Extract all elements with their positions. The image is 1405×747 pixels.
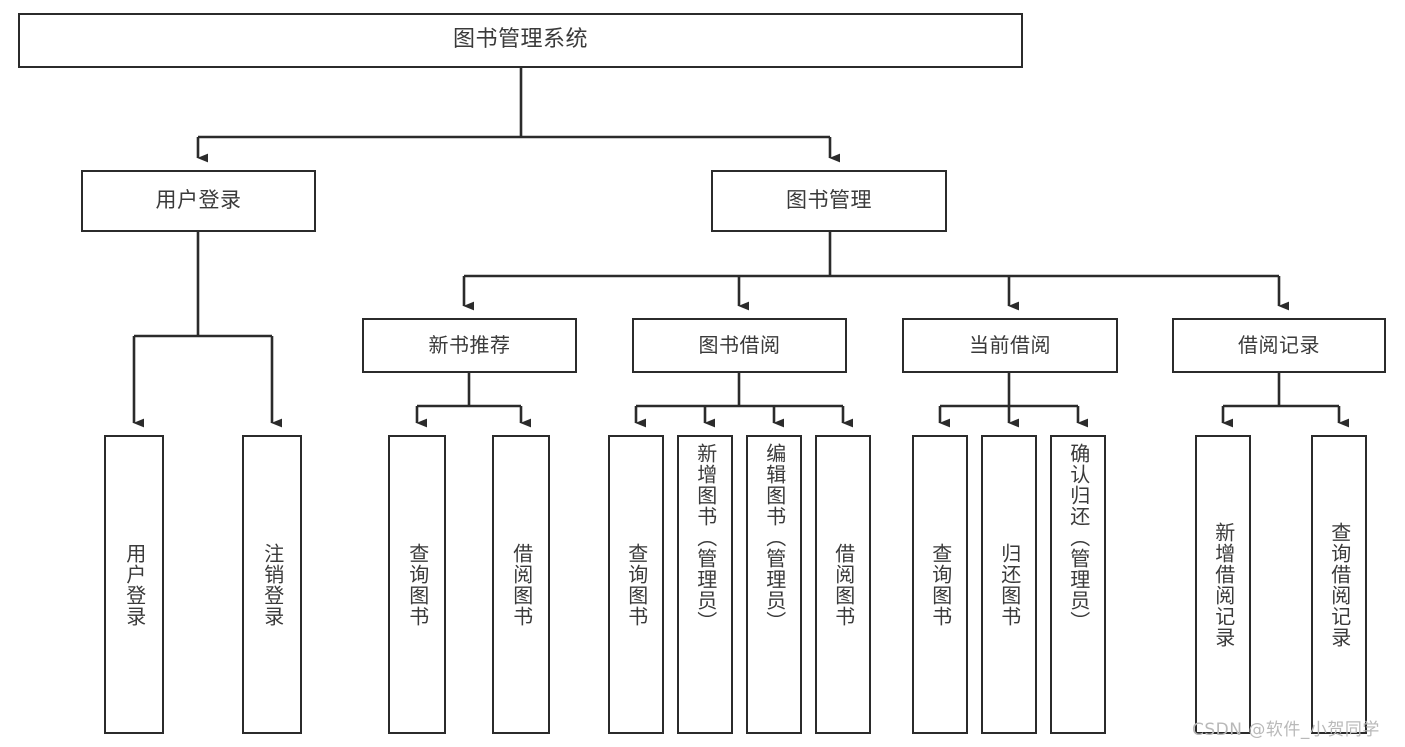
node-root[interactable]: 图书管理系统	[18, 13, 1023, 68]
node-leaf-confirm-return[interactable]: 确认归还（管理员）	[1050, 435, 1106, 734]
node-borrow-record-label: 借阅记录	[1238, 333, 1320, 358]
node-leaf-confirm-return-label: 确认归还（管理员）	[1066, 443, 1091, 632]
node-book-management-label: 图书管理	[786, 188, 872, 213]
node-leaf-query-book-recommend[interactable]: 查询图书	[388, 435, 446, 734]
node-leaf-add-book[interactable]: 新增图书（管理员）	[677, 435, 733, 734]
node-leaf-borrow-book-recommend-label: 借阅图书	[509, 542, 534, 627]
node-user-login-label: 用户登录	[155, 188, 242, 213]
node-leaf-logout-login[interactable]: 注销登录	[242, 435, 302, 734]
node-current-borrow[interactable]: 当前借阅	[902, 318, 1118, 373]
node-leaf-user-login-label: 用户登录	[122, 542, 147, 627]
node-leaf-borrow-book-recommend[interactable]: 借阅图书	[492, 435, 550, 734]
node-leaf-user-login[interactable]: 用户登录	[104, 435, 164, 734]
node-leaf-borrow-book-label: 借阅图书	[831, 542, 856, 627]
node-leaf-logout-login-label: 注销登录	[260, 542, 285, 627]
node-book-borrow[interactable]: 图书借阅	[632, 318, 847, 373]
node-book-borrow-label: 图书借阅	[698, 333, 781, 358]
node-leaf-return-book-label: 归还图书	[997, 542, 1022, 627]
node-leaf-add-borrow-record[interactable]: 新增借阅记录	[1195, 435, 1251, 734]
node-leaf-query-book-current[interactable]: 查询图书	[912, 435, 968, 734]
node-current-borrow-label: 当前借阅	[969, 333, 1051, 358]
node-borrow-record[interactable]: 借阅记录	[1172, 318, 1386, 373]
node-leaf-return-book[interactable]: 归还图书	[981, 435, 1037, 734]
node-leaf-query-book-current-label: 查询图书	[928, 542, 953, 627]
node-leaf-query-book-borrow[interactable]: 查询图书	[608, 435, 664, 734]
node-leaf-edit-book-label: 编辑图书（管理员）	[762, 443, 787, 632]
node-new-book-recommend[interactable]: 新书推荐	[362, 318, 577, 373]
node-leaf-add-book-label: 新增图书（管理员）	[693, 443, 718, 632]
node-user-login[interactable]: 用户登录	[81, 170, 316, 232]
node-book-management[interactable]: 图书管理	[711, 170, 947, 232]
watermark: CSDN @软件_小贺同学	[1192, 720, 1380, 740]
node-leaf-query-book-recommend-label: 查询图书	[405, 542, 430, 627]
node-leaf-edit-book[interactable]: 编辑图书（管理员）	[746, 435, 802, 734]
node-new-book-recommend-label: 新书推荐	[428, 333, 511, 358]
node-leaf-add-borrow-record-label: 新增借阅记录	[1211, 521, 1236, 648]
node-root-label: 图书管理系统	[452, 27, 588, 53]
node-leaf-borrow-book[interactable]: 借阅图书	[815, 435, 871, 734]
node-leaf-query-book-borrow-label: 查询图书	[624, 542, 649, 627]
node-leaf-query-borrow-record[interactable]: 查询借阅记录	[1311, 435, 1367, 734]
node-leaf-query-borrow-record-label: 查询借阅记录	[1327, 521, 1352, 648]
